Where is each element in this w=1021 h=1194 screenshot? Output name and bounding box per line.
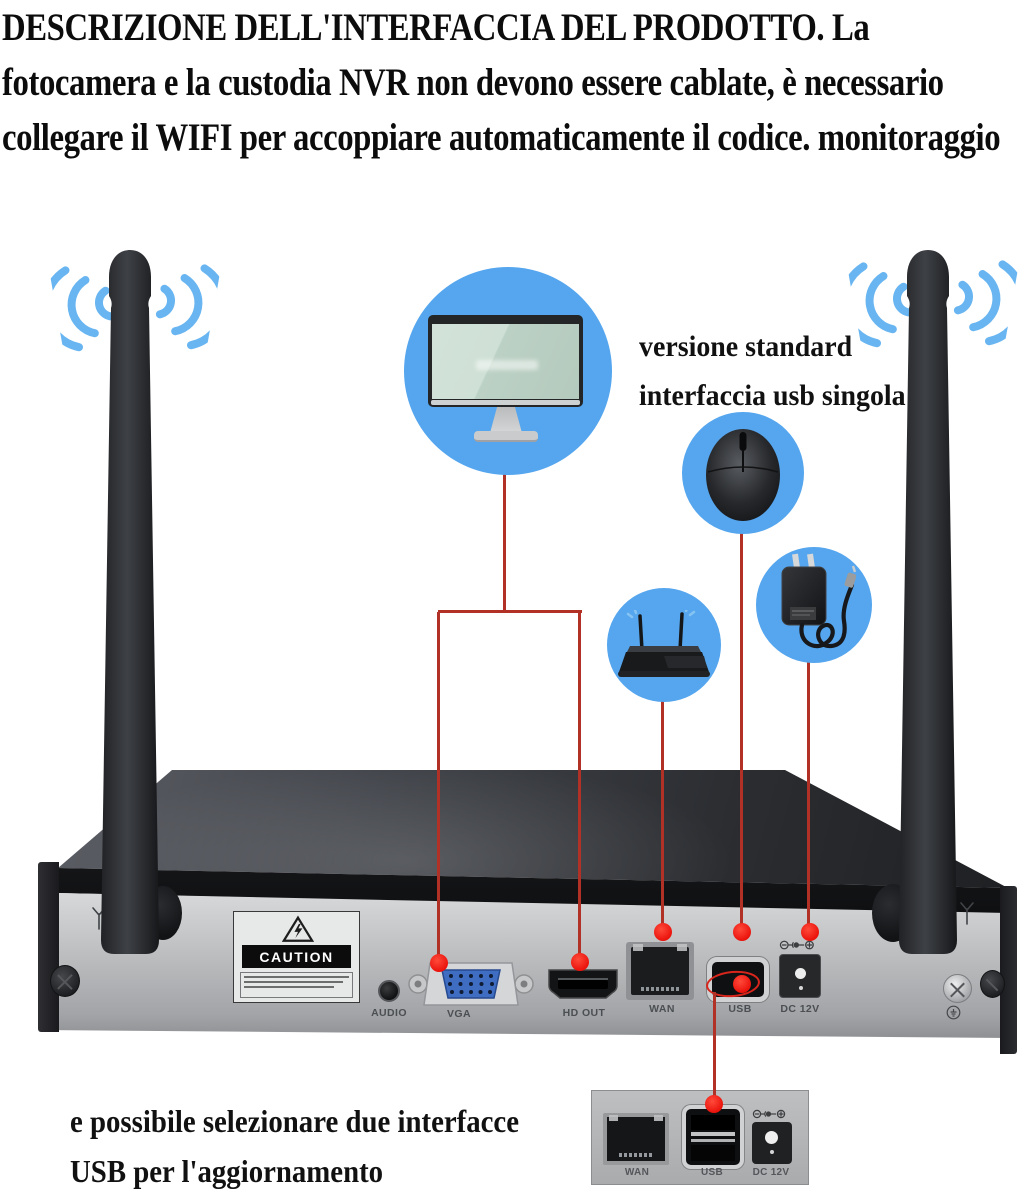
caution-fine-print	[240, 972, 353, 998]
headline-line-3: collegare il WIFI per accoppiare automat…	[2, 116, 1001, 159]
inset-dual-usb-port	[682, 1105, 744, 1169]
power-adapter-circle	[756, 547, 872, 663]
connector-line-inset-usb	[713, 992, 716, 1104]
power-adapter-icon	[772, 551, 857, 657]
screw-icon	[980, 970, 1005, 998]
wan-led	[677, 944, 687, 951]
caution-label: CAUTION	[233, 911, 360, 1003]
polarity-icon	[752, 1107, 792, 1119]
nvr-right-edge	[1000, 886, 1017, 1054]
wan-pins	[641, 987, 679, 991]
screw-icon	[943, 974, 972, 1003]
connector-dot-vga	[430, 954, 448, 972]
standard-version-callout: versione standard interfaccia usb singol…	[639, 322, 946, 420]
callout-line: interfaccia usb singola	[639, 379, 906, 412]
vga-port-label: VGA	[447, 1008, 471, 1020]
wifi-waves-icon	[941, 251, 1021, 349]
monitor-icon	[428, 315, 583, 407]
dual-usb-callout: e possibile selezionare due interfacce U…	[70, 1096, 556, 1194]
connector-line	[438, 610, 582, 613]
hdmi-port-label: HD OUT	[562, 1007, 606, 1019]
headline-line-2: fotocamera e la custodia NVR non devono …	[2, 61, 944, 104]
antenna-icon	[70, 246, 190, 962]
hdmi-port	[545, 966, 621, 1002]
mouse-circle	[682, 412, 804, 534]
dc-dot	[799, 986, 803, 990]
connector-line-usb	[740, 532, 743, 930]
router-icon	[616, 607, 712, 684]
monitor-screen	[432, 324, 579, 399]
antenna-icon	[868, 246, 988, 962]
connector-dot-inset-usb	[705, 1095, 723, 1113]
audio-port-label: AUDIO	[371, 1007, 407, 1019]
antenna-marking-icon	[958, 900, 976, 926]
inset-usb-label: USB	[700, 1167, 723, 1178]
inset-wan-port	[603, 1113, 669, 1165]
connector-line-hdmi	[578, 612, 581, 959]
polarity-icon	[779, 938, 821, 952]
inset-dc-label: DC 12V	[752, 1167, 790, 1178]
monitor-stand	[490, 407, 522, 433]
connector-line-wan	[661, 700, 664, 930]
router-circle	[607, 588, 721, 702]
vga-port	[408, 958, 534, 1010]
wan-led	[633, 944, 643, 951]
connector-line	[503, 474, 506, 612]
caution-text: CAUTION	[242, 945, 351, 968]
monitor-circle	[404, 267, 612, 475]
antenna-marking-icon	[90, 905, 108, 931]
monitor-base	[474, 431, 538, 442]
connector-line-vga	[437, 612, 440, 960]
callout-line: e possibile selezionare due interfacce	[70, 1103, 519, 1139]
screen-watermark	[476, 360, 538, 370]
ground-marking-icon	[946, 1005, 961, 1020]
connector-dot-usb	[733, 923, 751, 941]
inset-wan-label: WAN	[624, 1167, 650, 1178]
dual-usb-rear-panel: WAN USB DC 12V	[591, 1090, 809, 1185]
usb-port-label: USB	[728, 1003, 752, 1015]
screw-icon	[50, 965, 80, 997]
warning-triangle-icon	[281, 915, 315, 943]
dc-port-label: DC 12V	[780, 1003, 820, 1015]
headline: DESCRIZIONE DELL'INTERFACCIA DEL PRODOTT…	[2, 0, 1010, 165]
connector-dot-dc	[801, 923, 819, 941]
headline-line-1: DESCRIZIONE DELL'INTERFACCIA DEL PRODOTT…	[2, 6, 870, 49]
inset-dc-power-jack	[752, 1122, 792, 1164]
connector-dot-hdmi	[571, 953, 589, 971]
audio-port	[378, 980, 400, 1002]
callout-line: USB per l'aggiornamento	[70, 1153, 384, 1189]
nvr-rear-panel	[40, 893, 1010, 1038]
wan-port	[626, 942, 694, 1000]
mouse-icon	[700, 420, 786, 524]
callout-line: versione standard	[639, 330, 853, 363]
connector-dot-usb-inner	[733, 975, 751, 993]
dc-power-jack	[779, 954, 821, 998]
connector-dot-wan	[654, 923, 672, 941]
nvr-left-edge	[38, 862, 59, 1032]
connector-line-dc	[807, 660, 810, 930]
wan-port-label: WAN	[649, 1003, 675, 1015]
dc-pin	[795, 968, 806, 979]
monitor-chin	[431, 400, 580, 405]
